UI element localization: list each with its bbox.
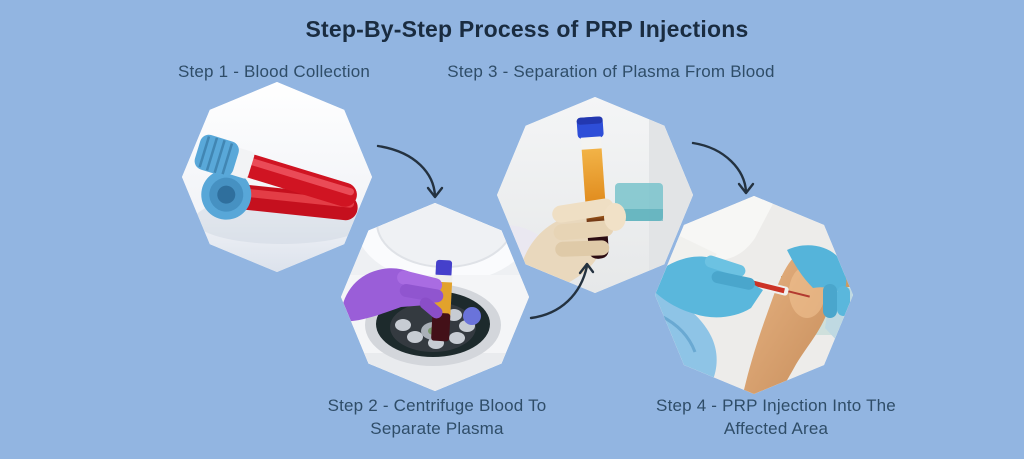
glove-fingers (552, 198, 626, 257)
blood-tube-1 (194, 134, 357, 207)
arrow-step1-to-step2-icon (376, 144, 444, 199)
knee-injection-illustration (655, 196, 853, 394)
blood-tubes-illustration (182, 82, 372, 272)
step-2-label: Step 2 - Centrifuge Blood To Separate Pl… (327, 396, 547, 438)
centrifuge-illustration (341, 203, 529, 391)
step-1-image-octagon (182, 82, 372, 272)
arrow-step2-to-step3-icon (529, 262, 595, 320)
step-3-label: Step 3 - Separation of Plasma From Blood (447, 62, 775, 81)
doctor-left-glove (655, 255, 763, 318)
step-2-image-octagon (341, 203, 529, 391)
step-4-image-octagon (655, 196, 853, 394)
step-1-label: Step 1 - Blood Collection (177, 62, 371, 81)
prp-syringe (743, 276, 810, 298)
arrow-step3-to-step4-icon (691, 141, 755, 195)
page-title: Step-By-Step Process of PRP Injections (305, 16, 749, 42)
step-4-label: Step 4 - PRP Injection Into The Affected… (656, 396, 896, 438)
purple-glove (341, 268, 444, 322)
doctor-right-glove (787, 245, 850, 318)
